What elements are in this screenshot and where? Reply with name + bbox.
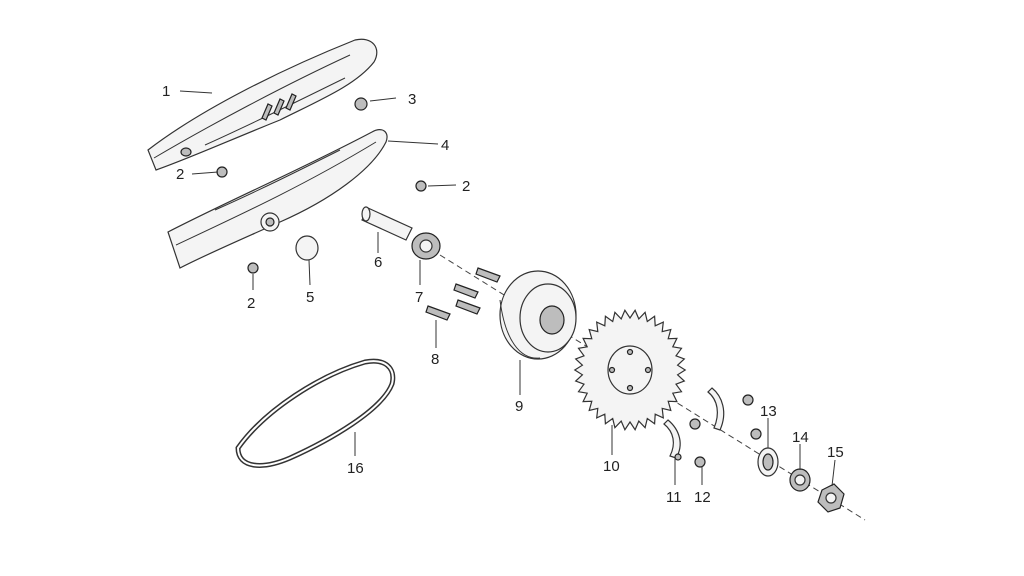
callout-12: 12 [694, 489, 711, 506]
callout-13: 13 [760, 403, 777, 420]
callout-4: 4 [441, 137, 449, 154]
callout-9: 9 [515, 398, 523, 415]
spacer-7 [411, 232, 441, 260]
callout-2c: 2 [247, 295, 255, 312]
callout-11: 11 [666, 489, 682, 506]
callout-2b: 2 [462, 178, 470, 195]
bearing-14 [789, 468, 811, 492]
callout-15: 15 [827, 444, 844, 461]
hub-9 [499, 270, 577, 360]
lower-chain-guard [167, 129, 388, 269]
callout-6: 6 [374, 254, 382, 271]
nuts-12 [689, 394, 762, 468]
callout-3: 3 [408, 91, 416, 108]
callout-7: 7 [415, 289, 423, 306]
bolt-2c [247, 262, 259, 274]
sprocket-10 [573, 309, 687, 431]
callout-10: 10 [603, 458, 620, 475]
callout-8: 8 [431, 351, 439, 368]
axle-nut-15 [817, 483, 845, 513]
drive-chain-16 [235, 358, 396, 468]
callout-2a: 2 [176, 166, 184, 183]
grommet-5 [295, 235, 319, 261]
callout-labels: 1 2 3 4 2 2 5 6 7 8 9 10 11 12 13 14 15 … [162, 83, 844, 506]
seal-13 [757, 447, 779, 477]
upper-chain-guard [147, 38, 378, 171]
lock-plates-11 [663, 387, 725, 461]
leader-lines [179, 90, 836, 487]
callout-5: 5 [306, 289, 314, 306]
shaft-6 [361, 206, 413, 241]
callout-1: 1 [162, 83, 170, 100]
bolt-2a [216, 166, 228, 178]
bolt-2b [415, 180, 427, 192]
hub-bolts-8 [425, 267, 501, 321]
callout-16: 16 [347, 460, 364, 477]
cap-nut-3 [354, 97, 368, 111]
callout-14: 14 [792, 429, 809, 446]
